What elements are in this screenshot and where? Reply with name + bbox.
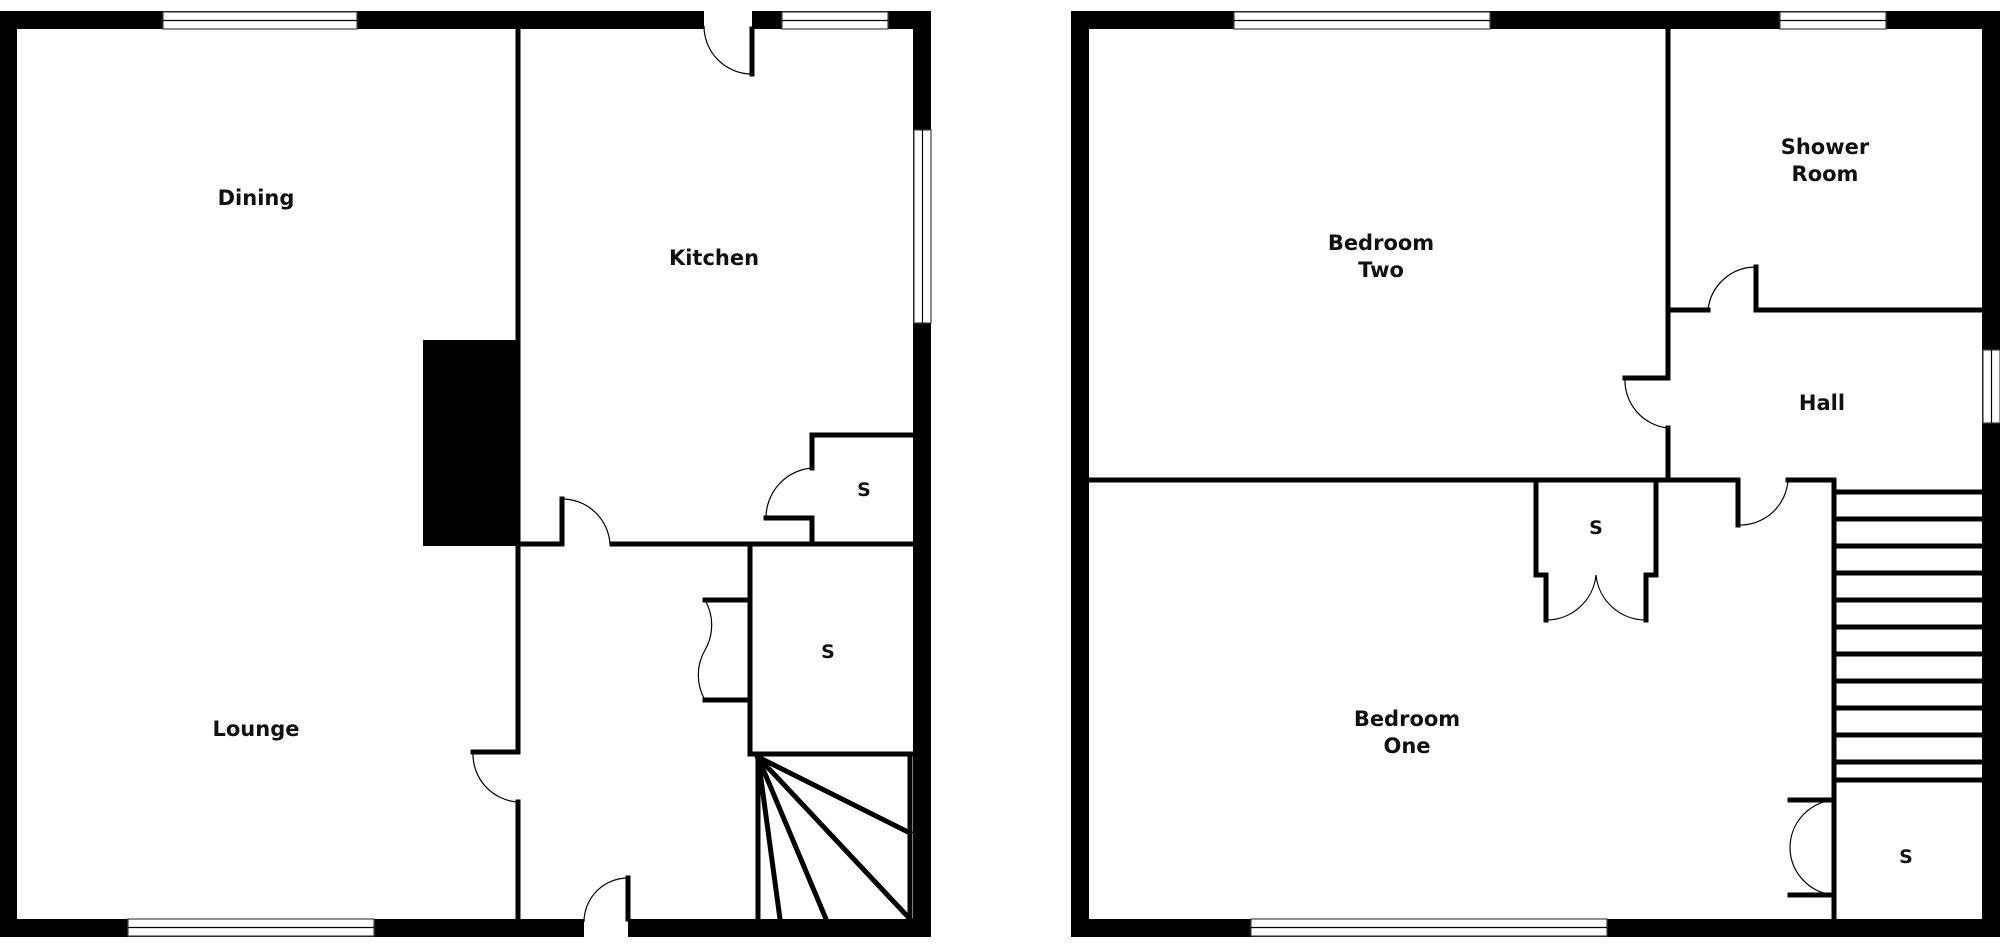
hall-label: Hall [1799, 391, 1845, 415]
first-floor-plan: Bedroom Two Shower Room Hall Bedroom One… [1071, 11, 2000, 937]
bedroom-two-label-line1: Bedroom [1328, 231, 1434, 255]
first-floor-exterior-wall [1071, 11, 2000, 937]
bedroom-two-label-line2: Two [1358, 258, 1404, 282]
kitchen-back-door-swing [703, 25, 753, 75]
ground-floor-exterior-wall [0, 11, 931, 937]
shower-room-door-swing [1707, 266, 1757, 311]
first-floor-stairs [1831, 489, 1985, 765]
front-door-swing [583, 877, 629, 923]
lounge-door-swing [472, 751, 519, 803]
kitchen-door-opening [704, 10, 752, 30]
landing-store-label: S [1899, 846, 1913, 868]
bedroom-store-door-left-swing [1545, 574, 1597, 621]
kitchen-label: Kitchen [669, 246, 759, 270]
ground-floor-plan: Dining Kitchen Lounge S S [0, 10, 932, 938]
hall-store-door-top-swing [704, 599, 713, 651]
shower-room-label-line1: Shower [1781, 135, 1870, 159]
shower-room-label-line2: Room [1792, 162, 1859, 186]
chimney-breast [423, 340, 519, 546]
bedroom-one-door-swing [1737, 479, 1789, 526]
kitchen-store-door-swing [765, 467, 813, 519]
bedroom-one-label-line1: Bedroom [1354, 707, 1460, 731]
kitchen-store-label: S [857, 479, 871, 501]
hall-store-label: S [821, 641, 835, 663]
landing-store-door-top-swing [1789, 799, 1835, 849]
dining-label: Dining [218, 186, 295, 210]
hall-store-door-bottom-swing [697, 649, 706, 701]
bedroom-two-door-swing [1624, 377, 1669, 429]
lounge-label: Lounge [213, 717, 300, 741]
kitchen-door-swing [561, 498, 611, 545]
bedroom-one-label-line2: One [1383, 734, 1430, 758]
front-door-opening [584, 918, 628, 938]
bedroom-store-label: S [1589, 517, 1603, 539]
landing-store-door-bottom-swing [1789, 847, 1835, 896]
bedroom-store-door-right-swing [1595, 574, 1647, 621]
